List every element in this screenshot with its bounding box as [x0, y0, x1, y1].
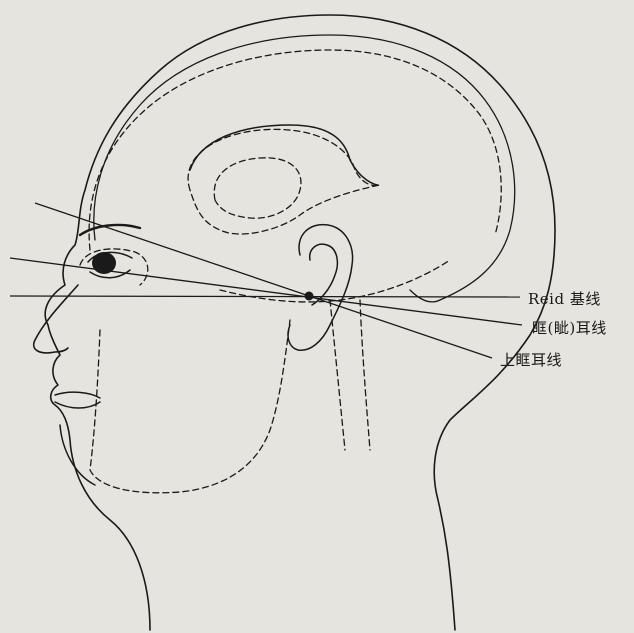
- reid-baseline-line: [10, 296, 520, 297]
- nose-outline: [34, 285, 78, 353]
- head-profile-outline: [45, 15, 555, 630]
- mouth-upper-lip: [55, 392, 100, 398]
- reid-baseline-label: Reid 基线: [528, 288, 601, 309]
- ear-helix: [288, 225, 353, 351]
- ear-inner: [310, 244, 338, 305]
- jaw-outline: [90, 320, 290, 493]
- canthomeatal-line-label: 眶(眦)耳线: [532, 317, 607, 338]
- brain-outline: [94, 35, 515, 302]
- skull-outline: [89, 50, 501, 250]
- temporal-horn: [214, 158, 301, 218]
- canthomeatal-line: [10, 258, 522, 325]
- sylvian-fissure: [190, 125, 378, 185]
- mouth-lower-lip: [55, 402, 100, 408]
- supraorbitomeatal-line: [35, 203, 492, 358]
- supraorbitomeatal-line-label: 上眶耳线: [500, 349, 562, 370]
- cervical-spine: [330, 300, 370, 450]
- lateral-ventricle: [188, 129, 380, 234]
